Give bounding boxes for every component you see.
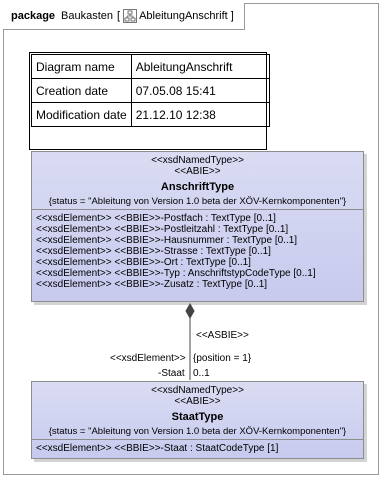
class-staat-type[interactable]: <<xsdNamedType>> <<ABIE>> StaatType {sta… [31, 381, 364, 459]
composition-diamond [185, 302, 195, 320]
attribute-compartment: <<xsdElement>> <<BBIE>>-Staat : StaatCod… [32, 439, 363, 456]
class-attribute: <<xsdElement>> <<BBIE>>-Hausnummer : Tex… [36, 235, 298, 246]
association-constraint: {position = 1} [193, 353, 252, 364]
table-row: Modification date 21.12.10 12:38 [31, 102, 270, 127]
class-name: AnschriftType [160, 181, 235, 193]
class-attribute: <<xsdElement>> <<BBIE>>-Zusatz : TextTyp… [36, 279, 268, 290]
info-label: Creation date [31, 78, 132, 103]
class-attribute: <<xsdElement>> <<BBIE>>-Strasse : TextTy… [36, 246, 271, 257]
info-label: Diagram name [31, 54, 132, 79]
class-diagram-icon [123, 9, 138, 23]
diagram-name: AbleitungAnschrift [139, 10, 228, 22]
class-attribute: <<xsdElement>> <<BBIE>>-Postfach : TextT… [36, 213, 276, 224]
class-stereotype: <<ABIE>> [174, 396, 221, 407]
role-name: -Staat [158, 368, 185, 379]
class-attribute: <<xsdElement>> <<BBIE>>-Ort : TextType [… [36, 257, 251, 268]
diagram-info-table: Diagram name AbleitungAnschrift Creation… [31, 54, 270, 127]
class-header: <<xsdNamedType>> <<ABIE>> AnschriftType … [32, 152, 363, 209]
attribute-compartment: <<xsdElement>> <<BBIE>>-Postfach : TextT… [32, 209, 363, 292]
info-label: Modification date [31, 102, 132, 127]
info-value: 07.05.08 15:41 [130, 78, 270, 103]
table-row: Creation date 07.05.08 15:41 [31, 78, 270, 103]
info-value: 21.12.10 12:38 [130, 102, 270, 127]
class-header: <<xsdNamedType>> <<ABIE>> StaatType {sta… [32, 382, 363, 439]
class-tagged-value: {status = "Ableitung von Version 1.0 bet… [48, 426, 347, 437]
class-attribute: <<xsdElement>> <<BBIE>>-Postleitzahl : T… [36, 224, 289, 235]
package-header: package Baukasten [ AbleitungAnschrift ] [11, 9, 234, 23]
class-anschrift-type[interactable]: <<xsdNamedType>> <<ABIE>> AnschriftType … [31, 151, 364, 302]
class-attribute: <<xsdElement>> <<BBIE>>-Staat : StaatCod… [36, 443, 279, 454]
bracket-open: [ [117, 10, 121, 22]
end-stereotype: <<xsdElement>> [110, 353, 186, 364]
package-name: Baukasten [61, 10, 114, 22]
bracket-close: ] [230, 10, 234, 22]
association-stereotype: <<ASBIE>> [196, 330, 249, 341]
package-keyword: package [11, 10, 56, 22]
class-stereotype: <<xsdNamedType>> [151, 155, 244, 166]
class-stereotype: <<ABIE>> [174, 166, 221, 177]
multiplicity: 0..1 [193, 368, 210, 379]
class-tagged-value: {status = "Ableitung von Version 1.0 bet… [48, 196, 347, 207]
class-name: StaatType [171, 411, 224, 423]
class-stereotype: <<xsdNamedType>> [151, 385, 244, 396]
class-attribute: <<xsdElement>> <<BBIE>>-Typ : Anschrifts… [36, 268, 316, 279]
